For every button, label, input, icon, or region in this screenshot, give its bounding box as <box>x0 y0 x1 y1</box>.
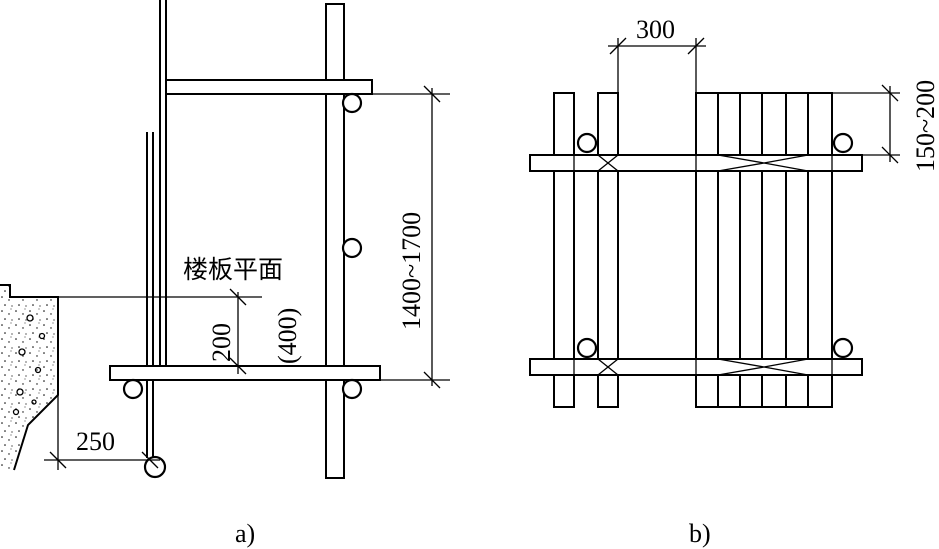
cross-rail-lower <box>529 358 863 376</box>
dim-spacing: 300 <box>608 15 706 93</box>
coupler-icon <box>832 337 854 359</box>
figure-b: 300 150~200 b) <box>529 15 939 548</box>
coupler-icon <box>576 337 598 359</box>
long-post-left <box>159 0 167 380</box>
caption-a: a) <box>235 519 255 548</box>
dim-spacing-label: 300 <box>636 15 675 44</box>
inner-post <box>146 132 154 458</box>
coupler-icon <box>143 455 167 479</box>
dim-gap: 200 (400) <box>207 288 302 375</box>
coupler-icon <box>832 132 854 154</box>
cross-rail-upper <box>529 154 863 172</box>
floor-plane-label: 楼板平面 <box>183 255 283 284</box>
caption-b: b) <box>689 519 711 548</box>
concrete-slab <box>0 284 59 471</box>
dim-offset: 250 <box>44 395 160 470</box>
dim-gap-label: 200 <box>207 323 236 362</box>
figure-a: 1400~1700 200 (400) 楼板平面 250 a) <box>0 0 450 548</box>
dim-height-label: 1400~1700 <box>397 212 426 330</box>
dim-edge: 150~200 <box>832 80 939 172</box>
coupler-icon <box>341 378 363 400</box>
board-group <box>695 92 833 408</box>
outer-post <box>325 3 345 479</box>
coupler-icon <box>122 378 144 400</box>
dim-height: 1400~1700 <box>372 85 450 389</box>
coupler-icon <box>341 237 363 259</box>
coupler-icon <box>341 92 363 114</box>
coupler-icon <box>576 132 598 154</box>
dim-edge-label: 150~200 <box>911 80 939 172</box>
upper-rail <box>165 79 373 95</box>
dim-offset-label: 250 <box>76 427 115 456</box>
dim-gap-alt-label: (400) <box>273 308 302 364</box>
